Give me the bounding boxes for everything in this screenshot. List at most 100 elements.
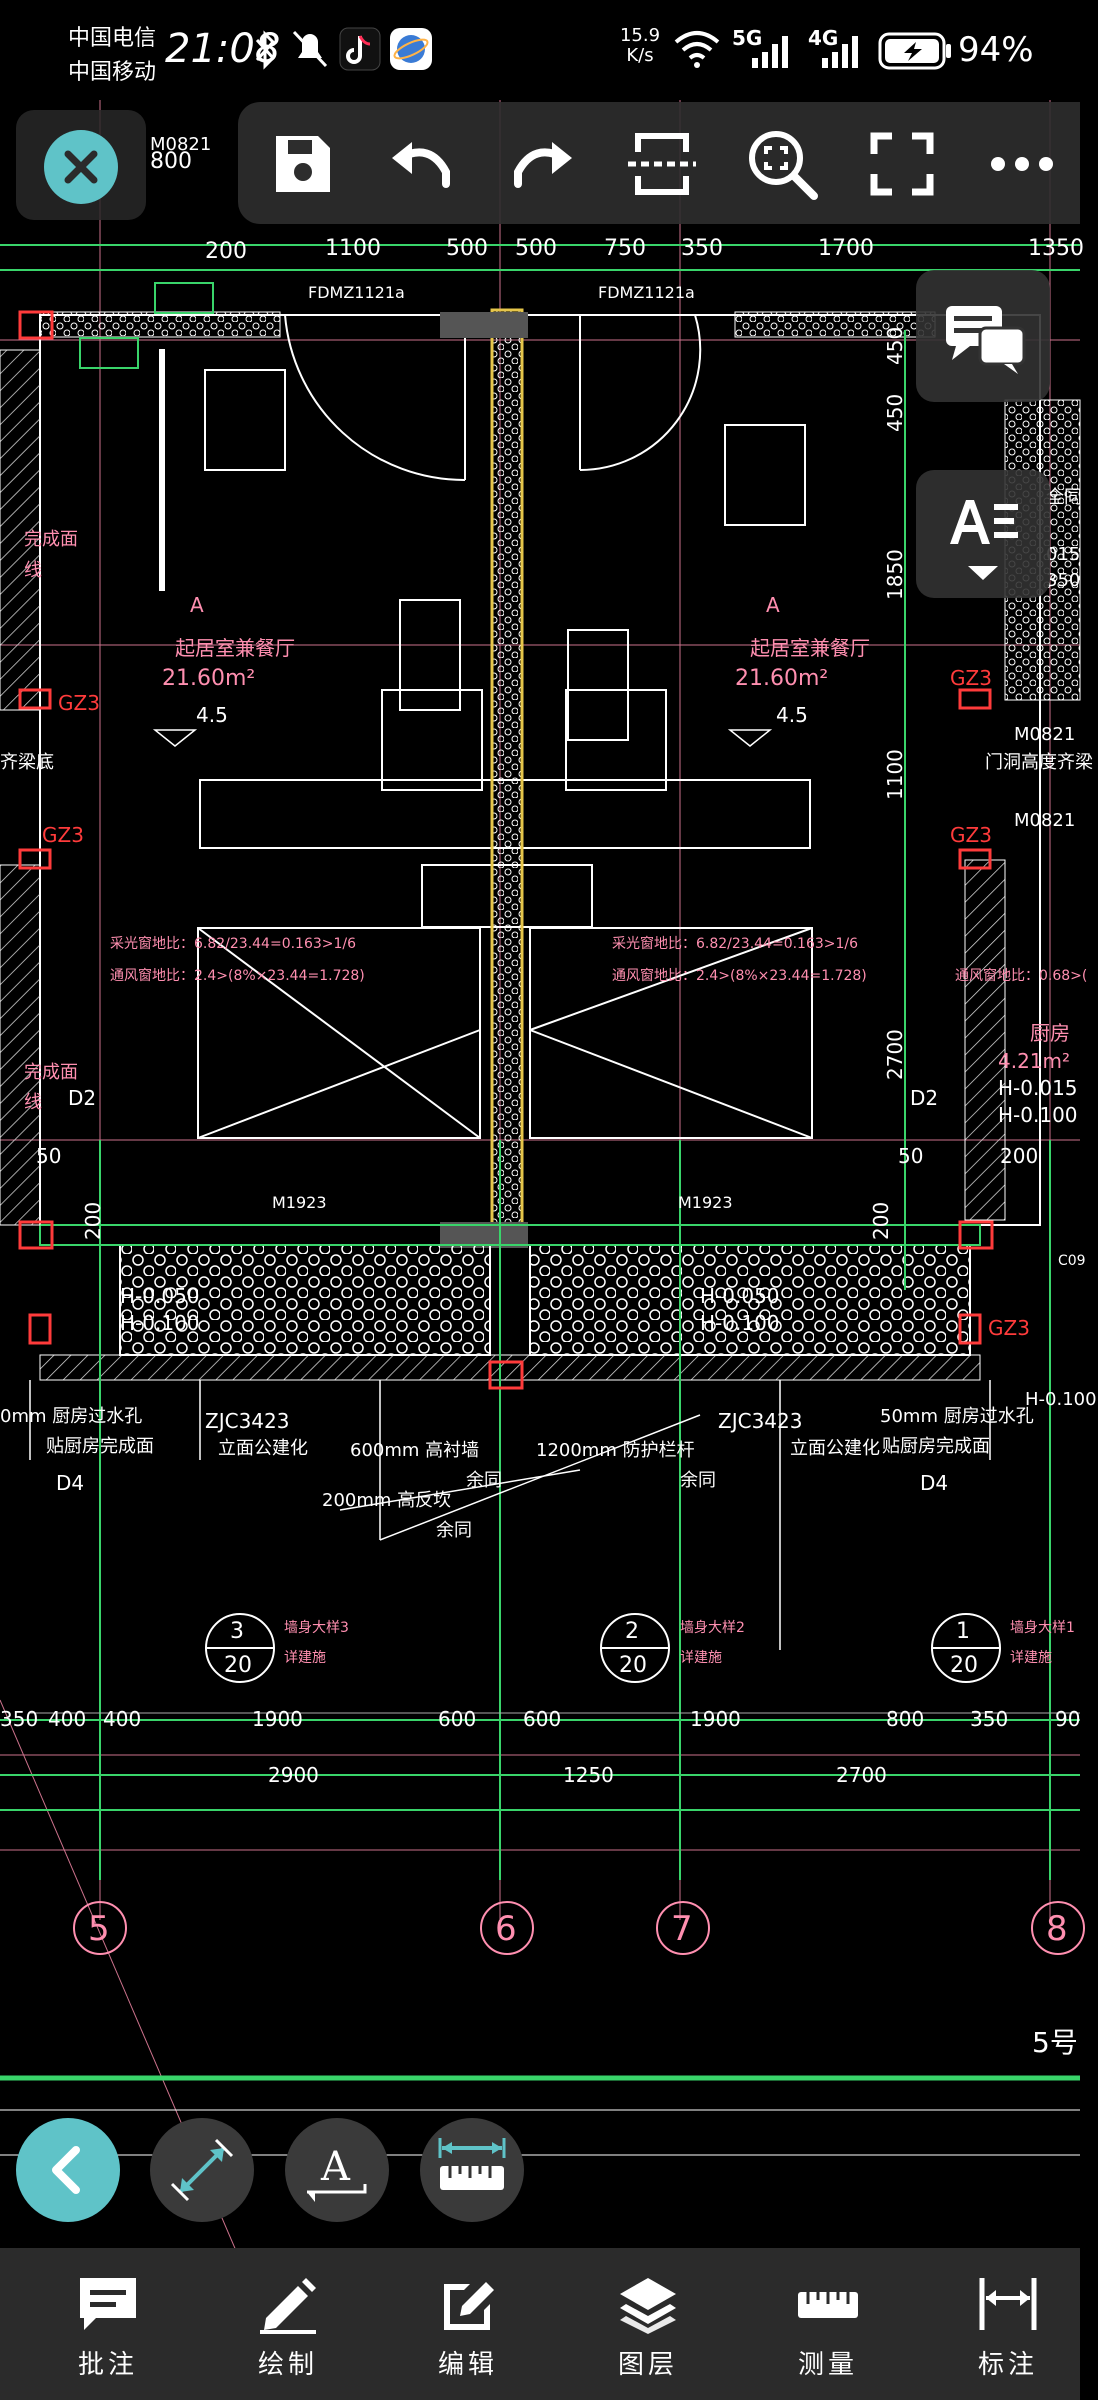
side-label-4: 线 — [24, 1092, 42, 1113]
detail-ref-1-num: 1 — [956, 1619, 970, 1644]
gz-label-0: GZ3 — [58, 691, 100, 715]
axis-label-5: 5 — [88, 1909, 110, 1949]
level-left-1: H-0.100 — [120, 1311, 200, 1335]
nav-layers[interactable]: 图层 — [558, 2248, 738, 2400]
detail-ref-1-t1: 墙身大样1 — [1010, 1620, 1075, 1636]
nav-annotate[interactable]: 批注 — [18, 2248, 198, 2400]
carrier-1: 中国电信 — [68, 26, 157, 51]
nav-dimension-label: 标注 — [977, 2350, 1038, 2380]
dim-top-0: 200 — [205, 239, 247, 264]
vent-ratio-right: 通风窗地比：2.4>(8%×23.44=1.728) — [612, 967, 867, 984]
zoom-fit-icon[interactable] — [740, 122, 824, 206]
comment-panel-button[interactable] — [916, 270, 1050, 402]
mute-bell-icon — [292, 30, 328, 68]
dim-bottom2-2: 2700 — [836, 1763, 887, 1787]
kitchen-name: 厨房 — [1030, 1021, 1070, 1045]
redo-icon[interactable] — [500, 122, 584, 206]
kitchen-level-2: H-0.100 — [998, 1103, 1078, 1127]
dim-bottom1-9: 90 — [1055, 1707, 1080, 1731]
detail-ref-2-num: 2 — [625, 1619, 639, 1644]
close-button[interactable] — [16, 110, 146, 220]
dim-top-6: 1700 — [818, 236, 874, 261]
detail-ref-3-t2: 详建施 — [284, 1650, 326, 1666]
gz-label-4: GZ3 — [988, 1316, 1030, 1340]
dim-left-small-1: 200 — [81, 1202, 105, 1240]
tiktok-app-icon — [339, 27, 381, 71]
dim-top-2: 500 — [446, 236, 488, 261]
dim-bottom1-2: 400 — [103, 1707, 141, 1731]
nav-measure[interactable]: 测量 — [738, 2248, 918, 2400]
signal-2-label: 4G — [808, 26, 839, 50]
lighting-ratio-left: 采光窗地比：6.82/23.44=0.163>1/6 — [110, 935, 356, 952]
d-label-1: D2 — [910, 1086, 938, 1110]
dim-bottom2-1: 1250 — [563, 1763, 614, 1787]
dim-right-small-0: 50 — [898, 1144, 923, 1168]
text-style-button[interactable] — [916, 470, 1050, 598]
dim-bottom1-5: 600 — [523, 1707, 561, 1731]
kitchen-level-1: H-0.015 — [998, 1076, 1078, 1100]
dim-bottom2-0: 2900 — [268, 1763, 319, 1787]
right-partial-4: 门洞高度齐梁 — [985, 752, 1093, 773]
clock: 21:08 — [165, 26, 281, 72]
signal-1-label: 5G — [732, 26, 763, 50]
side-label-0: 完成面 — [24, 529, 78, 550]
note-11: 贴厨房完成面 — [882, 1436, 990, 1457]
dim-bottom1-3: 1900 — [252, 1707, 303, 1731]
dim-right-0: 450 — [883, 327, 907, 365]
linear-measure-tool[interactable] — [420, 2118, 524, 2222]
detail-ref-2-t1: 墙身大样2 — [680, 1620, 745, 1636]
dim-bottom1-0: 350 — [0, 1707, 38, 1731]
close-icon[interactable] — [44, 130, 118, 204]
note-12: 200mm 高反坎 — [322, 1490, 451, 1511]
browser-app-icon — [390, 28, 432, 70]
right-edge-code: C09 — [1058, 1253, 1086, 1269]
dim-bottom1-4: 600 — [438, 1707, 476, 1731]
side-label-1: 线 — [24, 560, 42, 581]
detail-ref-2-den: 20 — [619, 1653, 647, 1678]
battery-percent: 94% — [958, 30, 1034, 70]
nav-annotate-label: 批注 — [77, 2350, 138, 2380]
save-icon[interactable] — [260, 122, 344, 206]
dim-right-4: 2700 — [883, 1029, 907, 1080]
aligned-dimension-tool[interactable] — [150, 2118, 254, 2222]
net-speed: 15.9 K/s — [618, 26, 662, 66]
room-right-name: 起居室兼餐厅 — [750, 636, 870, 660]
text-annotation-icon: A — [307, 2144, 367, 2202]
nav-edit-label: 编辑 — [437, 2350, 498, 2380]
dim-bottom1-8: 350 — [970, 1707, 1008, 1731]
collapse-tools-button[interactable] — [16, 2118, 120, 2222]
dim-top-3: 500 — [515, 236, 557, 261]
right-partial-1: 015 — [1046, 544, 1080, 565]
room-left-name: 起居室兼餐厅 — [175, 636, 295, 660]
nav-draw-label: 绘制 — [257, 2350, 318, 2380]
more-icon[interactable] — [980, 122, 1064, 206]
dim-bottom1-1: 400 — [48, 1707, 86, 1731]
text-format-icon — [950, 500, 1018, 580]
dim-top-5: 350 — [681, 236, 723, 261]
dimension-icon — [979, 2278, 1037, 2330]
section-icon[interactable] — [620, 122, 704, 206]
detail-ref-1-den: 20 — [950, 1653, 978, 1678]
room-left-code: A — [190, 593, 204, 617]
chat-bubbles-icon — [946, 306, 1026, 374]
undo-icon[interactable] — [380, 122, 464, 206]
dim-top-1: 1100 — [325, 236, 381, 261]
note-7: 余同 — [680, 1470, 716, 1491]
level-left-0: H-0.050 — [120, 1284, 200, 1308]
nav-draw[interactable]: 绘制 — [198, 2248, 378, 2400]
note-8: ZJC3423 — [718, 1409, 802, 1433]
fullscreen-icon[interactable] — [860, 122, 944, 206]
room-right-code: A — [766, 593, 780, 617]
d-label-0: D2 — [68, 1086, 96, 1110]
detail-ref-3-den: 20 — [224, 1653, 252, 1678]
side-label-2: 齐梁底 — [0, 752, 54, 773]
nav-dimension[interactable]: 标注 — [918, 2248, 1098, 2400]
top-left-dim: 800 — [150, 149, 192, 174]
text-annotation-tool[interactable]: A — [285, 2118, 389, 2222]
ruler-measure-icon — [438, 2138, 506, 2190]
note-3: 立面公建化 — [218, 1438, 308, 1459]
nav-edit[interactable]: 编辑 — [378, 2248, 558, 2400]
note-5: 余同 — [466, 1470, 502, 1491]
